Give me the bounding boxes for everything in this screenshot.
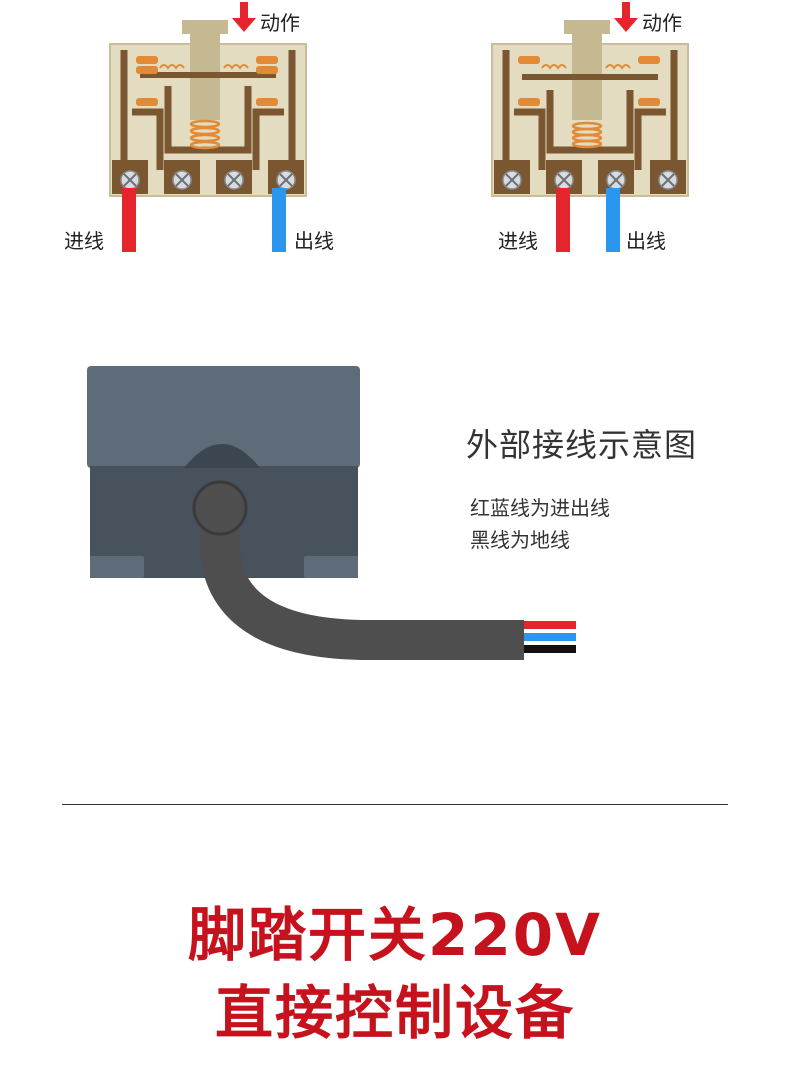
out-wire	[606, 188, 620, 252]
spring-icon	[189, 119, 221, 150]
terminal-rails	[120, 50, 296, 170]
spring-icon	[571, 121, 603, 149]
wire-white	[524, 629, 576, 633]
cable-opening	[184, 444, 260, 468]
spring-icon	[541, 64, 631, 70]
out-wire-label: 出线	[294, 229, 334, 253]
pedal-wiring-illustration	[87, 366, 576, 660]
cable-grommet	[192, 480, 248, 536]
out-wire	[272, 188, 286, 252]
in-wire	[556, 188, 570, 252]
switch-diagram-left: 动作	[64, 2, 334, 253]
arrow-down-icon	[232, 2, 256, 32]
screw-slots	[123, 173, 293, 187]
in-wire	[122, 188, 136, 252]
in-wire-label: 进线	[64, 229, 104, 253]
wire-blue	[524, 633, 576, 641]
section-divider	[62, 804, 728, 805]
switch-diagram-right: 动作 进线 出	[491, 2, 689, 253]
wire-white-2	[524, 641, 576, 645]
wiring-title: 外部接线示意图	[466, 426, 698, 464]
headline-line-1: 脚踏开关220V	[188, 901, 602, 969]
in-wire-label: 进线	[498, 229, 538, 253]
wire-black	[524, 645, 576, 653]
wiring-note-2: 黑线为地线	[470, 528, 570, 552]
plunger	[572, 20, 602, 120]
wire-red	[524, 621, 576, 629]
wiring-note-1: 红蓝线为进出线	[470, 496, 610, 520]
moving-contact-bar	[522, 74, 658, 80]
plunger	[190, 20, 220, 120]
pedal-top	[87, 366, 360, 468]
action-label: 动作	[642, 11, 682, 35]
arrow-down-icon	[614, 2, 638, 32]
headline-line-2: 直接控制设备	[214, 979, 575, 1047]
contact-pads	[136, 56, 278, 106]
moving-contact-bar	[140, 72, 276, 78]
contact-pads	[518, 56, 660, 106]
cable	[200, 510, 524, 660]
pedal-foot-right	[304, 556, 358, 578]
plunger-top	[182, 20, 228, 34]
plunger-top	[564, 20, 610, 34]
pedal-foot-left	[90, 556, 144, 578]
screw-slots	[505, 173, 675, 187]
out-wire-label: 出线	[626, 229, 666, 253]
spring-icon	[159, 64, 249, 70]
terminal-rails	[502, 50, 678, 170]
action-label: 动作	[260, 11, 300, 35]
